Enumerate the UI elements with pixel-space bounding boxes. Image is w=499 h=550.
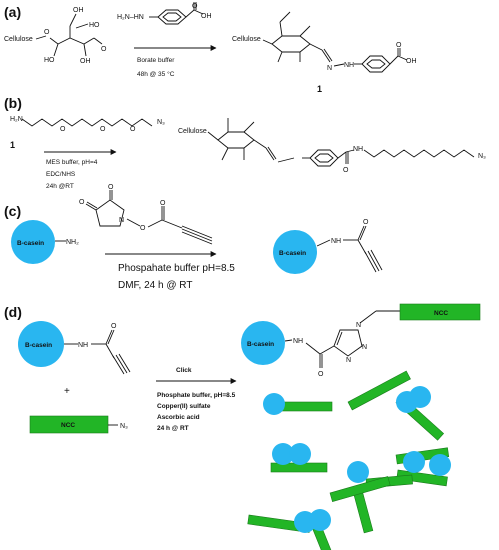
condition-c-1: Phospahate buffer pH=8.5 xyxy=(118,263,235,274)
amide-oxygen: O xyxy=(343,167,349,174)
condition-c-2: DMF, 24 h @ RT xyxy=(118,280,192,291)
hydrazone-n: N xyxy=(327,65,332,72)
condition-a-2: 48h @ 35 °C xyxy=(137,70,175,78)
condition-d-4: 24 h @ RT xyxy=(157,425,189,432)
peg-azide-label: N₃ xyxy=(157,119,165,126)
ncc-rod-2 xyxy=(347,370,411,411)
ncc-azide-reactant: NCC N₃ xyxy=(29,415,128,434)
acid-oxygen: O xyxy=(192,3,198,10)
ncc-azide: N₃ xyxy=(120,423,128,430)
panel-label-a: (a) xyxy=(4,4,21,20)
b-casein-alkyne-product: B-casein NH O xyxy=(273,219,383,274)
oh-label-2: OH xyxy=(73,7,84,14)
ncc-rod-product xyxy=(399,303,481,321)
product-b-azide: N₃ xyxy=(478,153,486,160)
product-c-nh: NH xyxy=(331,238,341,245)
b-casein-label-c: B-casein xyxy=(17,240,44,247)
casein-blob-6 xyxy=(403,451,425,473)
glucose-reactant: Cellulose O HO OH OH HO O xyxy=(4,7,107,65)
product-acid-oxygen: O xyxy=(396,42,402,49)
ester-carbonyl-oxygen: O xyxy=(160,200,166,207)
click-label: Click xyxy=(176,367,192,374)
panel-label-d: (d) xyxy=(4,304,22,320)
condition-b-2: EDC/NHS xyxy=(46,171,76,178)
ester-oxygen: O xyxy=(140,225,146,232)
alkyne-casein-reactant: B-casein NH O xyxy=(18,321,131,375)
ncc-label-product: NCC xyxy=(434,310,448,317)
b-casein-reactant: B-casein NH₂ xyxy=(11,220,79,264)
condition-d-3: Ascorbic acid xyxy=(157,414,200,421)
condition-d-2: Copper(II) sulfate xyxy=(157,403,211,410)
reactant-number-1: 1 xyxy=(10,140,15,150)
hydrazinobenzoic-acid: H₂N–HN O OH xyxy=(117,2,212,25)
peg-amine-label: H₂N xyxy=(10,116,23,123)
nhs-oxygen-2: O xyxy=(108,184,114,191)
condition-d-1: Phosphate buffer, pH=8.5 xyxy=(157,392,236,399)
product-cellulose-label: Cellulose xyxy=(232,36,261,43)
b-casein-label-product-c: B-casein xyxy=(279,250,306,257)
triazole-n1: N xyxy=(356,322,361,329)
cellulose-label: Cellulose xyxy=(4,36,33,43)
aldehyde-oxygen: O xyxy=(101,46,107,53)
plus-sign: + xyxy=(64,386,70,397)
casein-blob-3 xyxy=(396,391,418,413)
product-d-oxygen: O xyxy=(318,371,324,378)
ncc-rod-8 xyxy=(352,489,374,534)
product-acid-hydroxyl: OH xyxy=(406,58,417,65)
oh-label-4: HO xyxy=(89,22,100,29)
condition-a-1: Borate buffer xyxy=(137,57,175,64)
hydrazine-label: H₂N–HN xyxy=(117,14,144,21)
conjugate-assembly xyxy=(247,370,451,550)
hydrazone-nh: NH xyxy=(344,62,354,69)
b-casein-label-d: B-casein xyxy=(25,342,52,349)
casein-blob-4 xyxy=(272,443,294,465)
ncc-rod-1 xyxy=(277,401,333,412)
product-c-oxygen: O xyxy=(363,219,369,226)
b-casein-sphere xyxy=(11,220,55,264)
product-d-nh: NH xyxy=(293,338,303,345)
panel-label-b: (b) xyxy=(4,95,22,111)
b-casein-sphere-product-d xyxy=(241,321,285,365)
peg-azide-product: Cellulose O NH N₃ xyxy=(178,118,486,174)
ncc-rod-10 xyxy=(329,476,391,503)
peg-oxygen-2: O xyxy=(100,126,106,133)
nhs-propiolate: O O N O O xyxy=(79,184,213,245)
casein-amine: NH₂ xyxy=(66,239,79,246)
nhs-nitrogen: N xyxy=(119,217,124,224)
product-number-1: 1 xyxy=(317,84,322,94)
condition-b-1: MES buffer, pH=4 xyxy=(46,159,98,166)
casein-blob-8 xyxy=(347,461,369,483)
b-casein-sphere-product-c xyxy=(273,230,317,274)
peg-oxygen-1: O xyxy=(60,126,66,133)
reactant-d-nh: NH xyxy=(78,342,88,349)
ncc-label-reactant: NCC xyxy=(61,422,75,429)
nhs-oxygen-1: O xyxy=(79,199,85,206)
product-b-cellulose-label: Cellulose xyxy=(178,128,207,135)
amino-peg-azide: H₂N O O O N₃ xyxy=(10,116,165,133)
condition-b-3: 24h @RT xyxy=(46,183,74,190)
triazole-n2: N xyxy=(362,344,367,351)
casein-blob-10 xyxy=(309,509,331,531)
reactant-d-oxygen: O xyxy=(111,323,117,330)
oh-label-3: OH xyxy=(80,58,91,65)
ncc-rod-reactant xyxy=(29,415,109,434)
peg-oxygen-3: O xyxy=(130,126,136,133)
ncc-rod-6 xyxy=(396,469,448,487)
b-casein-label-product-d: B-casein xyxy=(247,341,274,348)
triazole-n3: N xyxy=(346,357,351,364)
casein-blob-5 xyxy=(289,443,311,465)
triazole-conjugate-product: B-casein NH O N N N NCC xyxy=(241,303,481,378)
casein-blob-7 xyxy=(429,454,451,476)
panel-label-c: (c) xyxy=(4,203,21,219)
cellulose-oxygen: O xyxy=(44,29,50,36)
b-casein-sphere-d xyxy=(18,321,64,367)
oh-label-1: HO xyxy=(44,57,55,64)
acid-hydroxyl: OH xyxy=(201,13,212,20)
casein-blob-1 xyxy=(263,393,285,415)
amide-nh: NH xyxy=(353,146,363,153)
hydrazone-product-1: Cellulose N NH O OH xyxy=(232,11,417,73)
